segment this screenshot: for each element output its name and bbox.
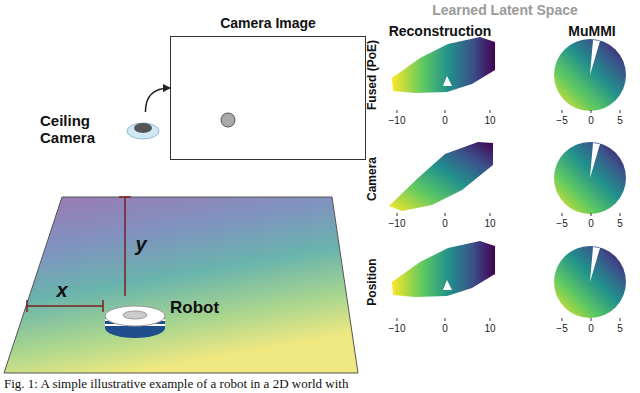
tick-label-text: 0 <box>588 323 594 334</box>
tick-label-text: 0 <box>588 115 594 126</box>
panel-title-text: Learned Latent Space <box>432 2 578 18</box>
tick-label: 5 <box>617 115 623 126</box>
tick-label-text: 0 <box>442 323 448 334</box>
row-label: Fused (PoE) <box>365 40 379 110</box>
tick-label-text: 5 <box>617 115 623 126</box>
tick-label: 0 <box>588 115 594 126</box>
tick-label-text: 5 <box>617 323 623 334</box>
row-label-text: Fused (PoE) <box>365 40 379 110</box>
tick-label-text: −5 <box>556 323 567 334</box>
tick-label: 0 <box>442 323 448 334</box>
tick-label: 5 <box>617 323 623 334</box>
tick-label-text: −5 <box>556 218 567 229</box>
tick-label: 10 <box>484 218 495 229</box>
tick-label-text: 0 <box>588 218 594 229</box>
tick-label-text: 10 <box>484 115 495 126</box>
camera-node: Ceiling Camera <box>40 112 164 148</box>
column-header-text: Reconstruction <box>389 23 492 39</box>
dimension-lines <box>27 197 131 312</box>
tick-label-text: 0 <box>442 218 448 229</box>
figure-caption-text: Fig. 1: A simple illustrative example of… <box>4 376 348 391</box>
image-title: Camera Image <box>171 15 365 31</box>
tick-label-text: −10 <box>389 115 406 126</box>
tick-label: 10 <box>484 323 495 334</box>
row-label-text: Position <box>365 258 379 305</box>
tick-marks <box>397 110 620 321</box>
floor <box>4 197 358 373</box>
robot-label: Robot <box>170 298 219 318</box>
axis-x-label: x <box>56 279 67 302</box>
tick-label: −5 <box>556 115 567 126</box>
image-box: Camera Image <box>170 36 366 160</box>
row-label: Camera <box>365 157 379 201</box>
column-header: MuMMI <box>568 23 615 39</box>
tick-label-text: 0 <box>442 115 448 126</box>
tick-label: 0 <box>588 218 594 229</box>
tick-label: 10 <box>484 115 495 126</box>
tick-label: −10 <box>389 115 406 126</box>
tick-label-text: −10 <box>389 218 406 229</box>
tick-label: −5 <box>556 218 567 229</box>
tick-label: 0 <box>442 115 448 126</box>
latent-scatter <box>389 37 626 318</box>
tick-label: −5 <box>556 323 567 334</box>
axis-y-label-text: y <box>135 233 146 255</box>
tick-label-text: −5 <box>556 115 567 126</box>
axis-x-label-text: x <box>56 279 67 301</box>
tick-label-text: −10 <box>389 323 406 334</box>
figure-caption: Fig. 1: A simple illustrative example of… <box>4 376 348 392</box>
column-header-text: MuMMI <box>568 23 615 39</box>
tick-label-text: 5 <box>617 218 623 229</box>
axis-y-label: y <box>135 233 146 256</box>
tick-label-text: 10 <box>484 323 495 334</box>
row-label: Position <box>365 258 379 305</box>
camera-label: Ceiling Camera <box>40 112 118 146</box>
robot-icon <box>105 306 165 338</box>
camera-arrow <box>145 88 170 112</box>
tick-label: 5 <box>617 218 623 229</box>
tick-label-text: 10 <box>484 218 495 229</box>
column-header: Reconstruction <box>389 23 492 39</box>
tick-label: −10 <box>389 218 406 229</box>
tick-label: −10 <box>389 323 406 334</box>
panel-title: Learned Latent Space <box>432 2 578 18</box>
ceiling-camera-icon <box>127 123 159 139</box>
robot-dot <box>221 113 235 127</box>
tick-label: 0 <box>588 323 594 334</box>
robot-node: Robot <box>100 292 230 336</box>
tick-label: 0 <box>442 218 448 229</box>
row-label-text: Camera <box>365 157 379 201</box>
